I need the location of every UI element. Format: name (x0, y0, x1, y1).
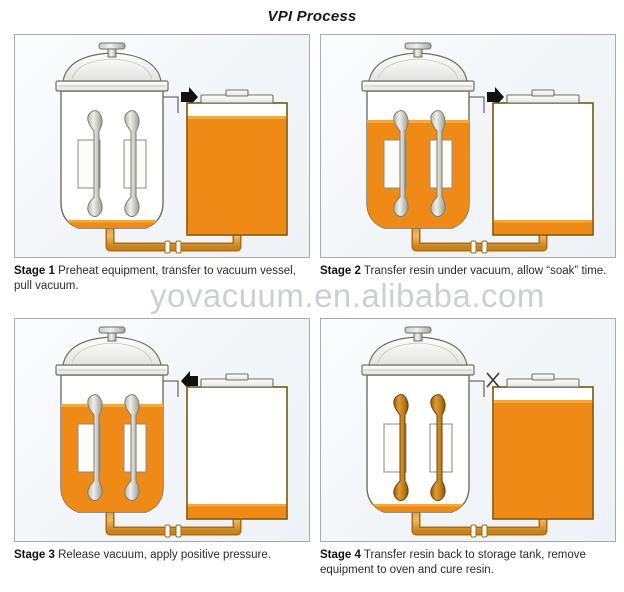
tank-resin (493, 220, 593, 235)
stage-3-text: Release vacuum, apply positive pressure. (58, 549, 271, 561)
tank-resin (187, 116, 287, 235)
tank-lid (506, 89, 580, 104)
storage-tank (186, 373, 288, 520)
storage-tank (186, 89, 288, 236)
stage-1-diagram (14, 34, 310, 258)
transfer-pipe (411, 225, 548, 254)
vacuum-vessel (361, 42, 485, 229)
stage-cell-4: Stage 4 Transfer resin back to storage t… (320, 318, 618, 577)
stator-coils (383, 110, 453, 218)
storage-tank (492, 373, 594, 520)
stage-4-caption: Stage 4 Transfer resin back to storage t… (320, 548, 610, 577)
vessel-valve-handle (404, 326, 432, 342)
stage-3-label: Stage 3 (14, 549, 55, 561)
stage-grid: Stage 1 Preheat equipment, transfer to v… (0, 30, 624, 592)
vessel-valve-handle (98, 42, 126, 58)
tank-lid (200, 373, 274, 388)
stage-3-diagram (14, 318, 310, 542)
stator-coils (383, 394, 453, 502)
stator-coils (77, 394, 147, 502)
stage-4-label: Stage 4 (320, 549, 361, 561)
stage-cell-2: Stage 2 Transfer resin under vacuum, all… (320, 34, 618, 279)
tank-resin (187, 504, 287, 519)
stage-2-label: Stage 2 (320, 265, 361, 277)
vessel-resin (367, 504, 469, 512)
port-closed-x-icon (486, 372, 500, 388)
pressure-in-arrow (181, 371, 198, 391)
stage-4-diagram (320, 318, 616, 542)
stage-3-caption: Stage 3 Release vacuum, apply positive p… (14, 548, 304, 563)
stage-2-caption: Stage 2 Transfer resin under vacuum, all… (320, 264, 610, 279)
pipe-valves (164, 524, 182, 538)
transfer-pipe (105, 225, 242, 254)
pipe-valves (470, 524, 488, 538)
vacuum-out-arrow (487, 87, 504, 107)
storage-tank (492, 89, 594, 236)
vacuum-vessel (361, 326, 485, 513)
tank-lid (200, 89, 274, 104)
pipe-valves (470, 240, 488, 254)
stage-2-diagram (320, 34, 616, 258)
stage-cell-3: Stage 3 Release vacuum, apply positive p… (14, 318, 312, 563)
stator-coils (77, 110, 147, 218)
vacuum-vessel (55, 42, 179, 229)
stage-4-text: Transfer resin back to storage tank, rem… (320, 549, 586, 576)
vacuum-vessel (55, 326, 179, 513)
vessel-resin (61, 220, 163, 228)
transfer-pipe (411, 509, 548, 538)
stage-1-label: Stage 1 (14, 265, 55, 277)
tank-resin (493, 400, 593, 519)
vessel-valve-handle (404, 42, 432, 58)
stage-2-text: Transfer resin under vacuum, allow “soak… (363, 265, 607, 277)
page-title: VPI Process (267, 8, 357, 25)
stage-cell-1: Stage 1 Preheat equipment, transfer to v… (14, 34, 312, 293)
pipe-valves (164, 240, 182, 254)
vacuum-out-arrow (181, 87, 198, 107)
stage-1-text: Preheat equipment, transfer to vacuum ve… (14, 265, 296, 292)
stage-1-caption: Stage 1 Preheat equipment, transfer to v… (14, 264, 304, 293)
transfer-pipe (105, 509, 242, 538)
tank-lid (506, 373, 580, 388)
vessel-valve-handle (98, 326, 126, 342)
